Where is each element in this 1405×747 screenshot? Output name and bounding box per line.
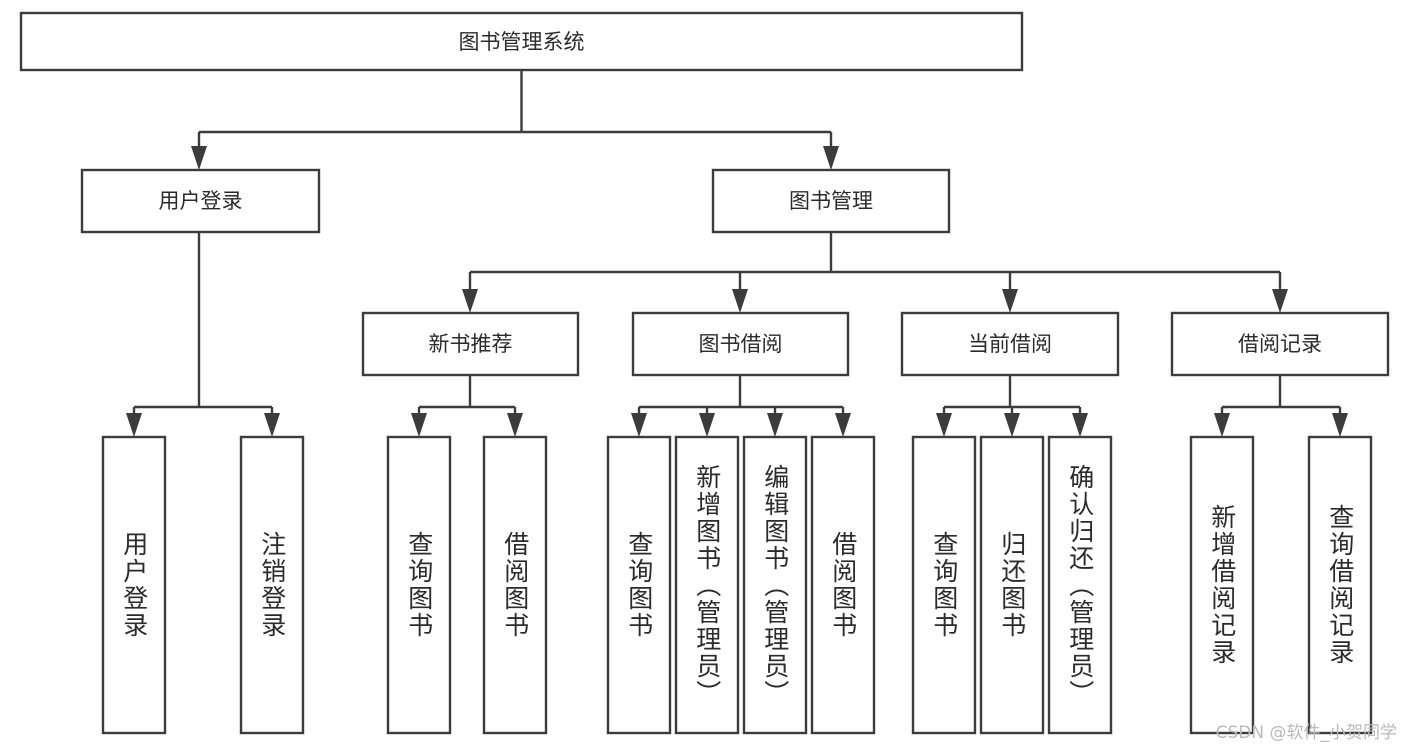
arrow-head-icon [936, 413, 952, 437]
connector-root-to-level2 [191, 70, 839, 170]
node-label-new-book-recommend: 新书推荐 [429, 332, 513, 356]
node-box-leaf[interactable] [101, 435, 167, 735]
node-box-leaf[interactable] [979, 435, 1045, 735]
node-box-root[interactable] [19, 11, 1024, 72]
node-box-borrow-record[interactable] [1170, 311, 1390, 377]
node-box-leaf[interactable] [1189, 435, 1255, 735]
node-box-leaf[interactable] [674, 435, 740, 735]
node-box-leaf[interactable] [810, 435, 876, 735]
arrow-head-icon [411, 413, 427, 437]
node-box-leaf[interactable] [911, 435, 977, 735]
node-box-leaf[interactable] [386, 435, 452, 735]
node-box-leaf[interactable] [742, 435, 808, 735]
connector-borrow-record-to-leaves [1214, 375, 1348, 437]
node-box-leaf[interactable] [482, 435, 548, 735]
node-label-current-borrow: 当前借阅 [968, 332, 1052, 356]
watermark-text: CSDN @软件_小贺同学 [1215, 723, 1397, 743]
connector-user-login-to-leaves [126, 232, 280, 437]
arrow-head-icon [835, 413, 851, 437]
node-box-user-login[interactable] [80, 168, 321, 234]
node-label-borrow-record: 借阅记录 [1238, 332, 1322, 356]
arrow-head-icon [1214, 413, 1230, 437]
node-label-book-borrow: 图书借阅 [699, 332, 783, 356]
node-label-user-login: 用户登录 [159, 189, 243, 213]
arrow-head-icon [264, 413, 280, 437]
arrow-head-icon [823, 146, 839, 170]
arrow-head-icon [1072, 413, 1088, 437]
connector-level2-to-level3 [462, 232, 1288, 313]
connector-book-borrow-to-leaves [631, 375, 851, 437]
arrow-head-icon [699, 413, 715, 437]
arrow-head-icon [767, 413, 783, 437]
node-box-book-management[interactable] [711, 168, 951, 234]
connector-current-borrow-to-leaves [936, 375, 1088, 437]
node-box-book-borrow[interactable] [631, 311, 850, 377]
arrow-head-icon [191, 146, 207, 170]
arrow-head-icon [1002, 289, 1018, 313]
arrow-head-icon [1332, 413, 1348, 437]
node-box-leaf[interactable] [1047, 435, 1113, 735]
node-box-leaf[interactable] [606, 435, 672, 735]
node-box-current-borrow[interactable] [900, 311, 1120, 377]
arrow-head-icon [126, 413, 142, 437]
node-label-root: 图书管理系统 [459, 30, 585, 54]
arrow-head-icon [507, 413, 523, 437]
node-box-leaf[interactable] [239, 435, 305, 735]
arrow-head-icon [631, 413, 647, 437]
arrow-head-icon [1272, 289, 1288, 313]
node-box-new-book-recommend[interactable] [361, 311, 580, 377]
arrow-head-icon [732, 289, 748, 313]
node-label-book-management: 图书管理 [789, 189, 873, 213]
arrow-head-icon [462, 289, 478, 313]
arrow-head-icon [1004, 413, 1020, 437]
connector-new-book-to-leaves [411, 375, 523, 437]
node-box-leaf[interactable] [1307, 435, 1373, 735]
